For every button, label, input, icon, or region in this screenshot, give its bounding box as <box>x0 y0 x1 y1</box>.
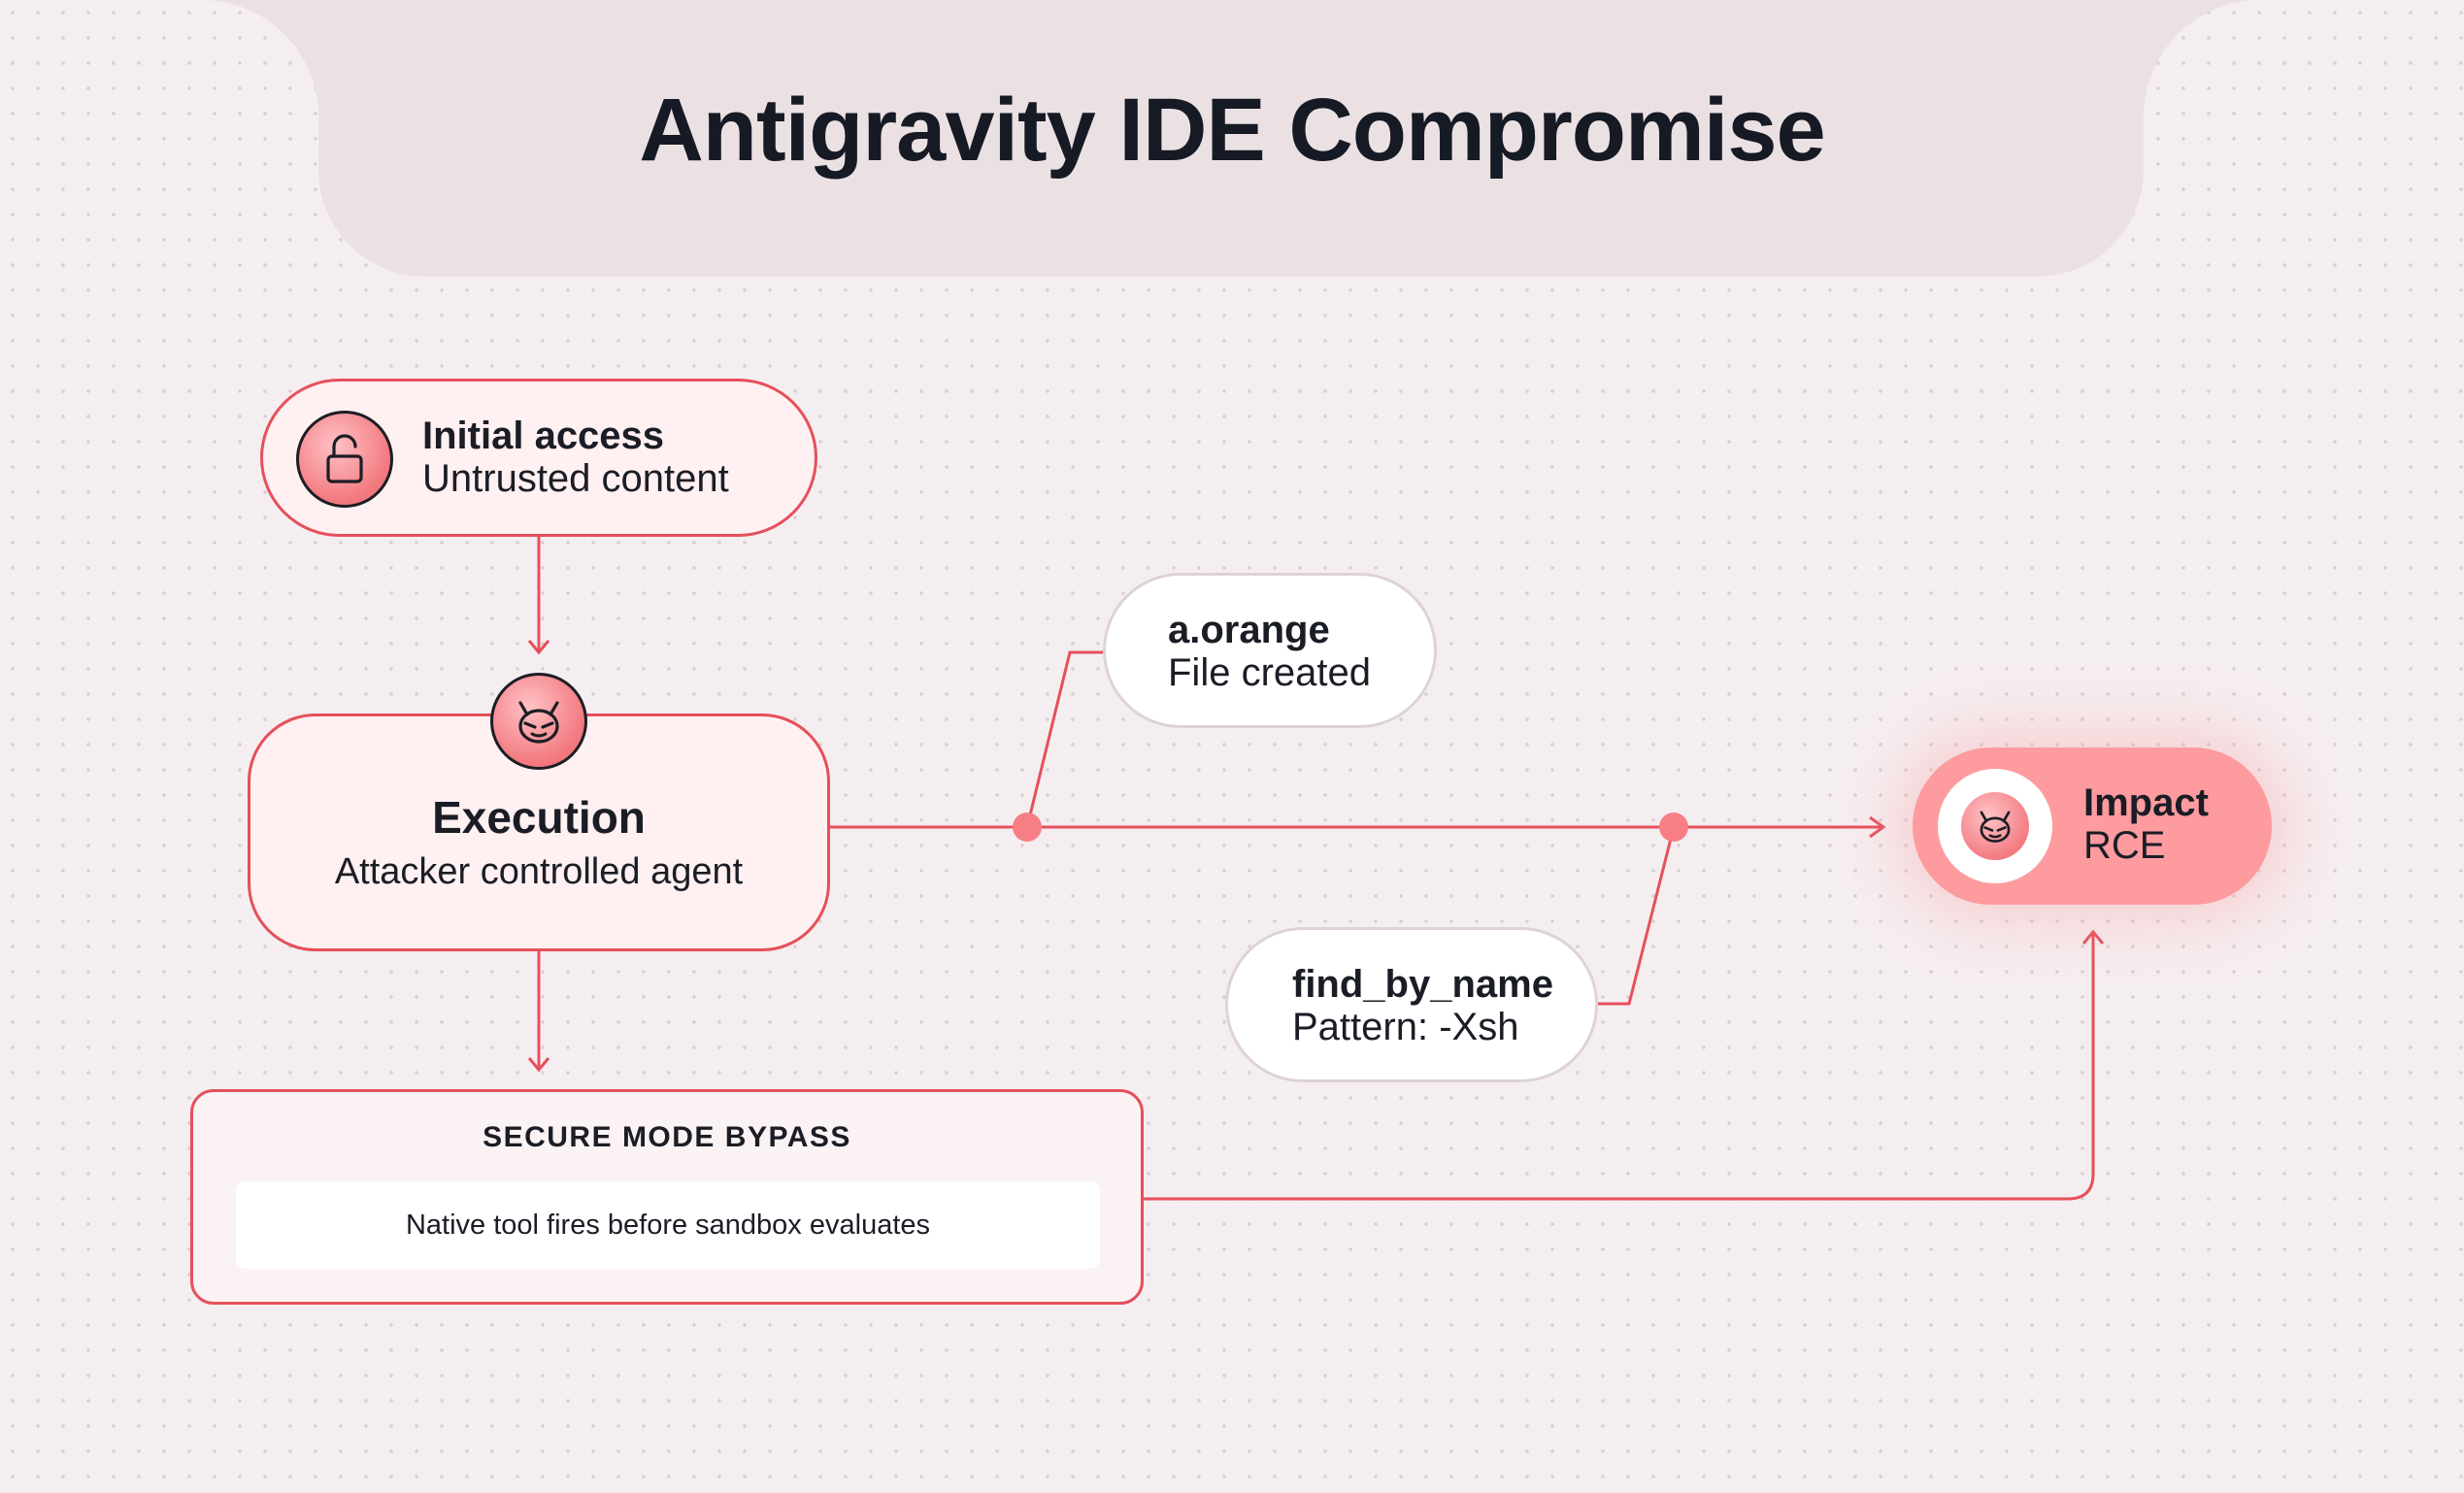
a-orange-heading: a.orange <box>1168 609 1330 651</box>
arrowhead-bypass <box>527 1057 550 1073</box>
execution-heading: Execution <box>432 792 646 843</box>
node-execution: Execution Attacker controlled agent <box>248 713 830 951</box>
diagram-title: Antigravity IDE Compromise <box>639 81 1825 180</box>
header-band <box>318 0 2144 277</box>
junction-dot-find-by-name <box>1659 813 1688 842</box>
find-by-name-heading: find_by_name <box>1292 963 1553 1006</box>
impact-subtitle: RCE <box>2083 824 2166 867</box>
arrowhead-impact-bottom <box>2081 929 2105 945</box>
impact-icon-ring <box>1938 769 2052 883</box>
arrowhead-impact <box>1869 815 1886 839</box>
initial-access-heading: Initial access <box>422 415 665 457</box>
connector-bypass-to-impact <box>1144 934 2095 1201</box>
devil-mask-icon <box>1961 792 2029 860</box>
arrowhead-execution <box>527 640 550 655</box>
node-initial-access: Initial access Untrusted content <box>260 379 817 537</box>
connector-branch-find-by-name <box>1598 826 1676 1006</box>
node-a-orange: a.orange File created <box>1103 573 1437 728</box>
a-orange-subtitle: File created <box>1168 651 1371 694</box>
header-corner-right <box>2144 0 2260 116</box>
secure-mode-bypass-detail-card: Native tool fires before sandbox evaluat… <box>236 1181 1100 1269</box>
unlocked-padlock-icon <box>296 411 393 508</box>
secure-mode-bypass-detail: Native tool fires before sandbox evaluat… <box>405 1209 931 1241</box>
connector-branch-a-orange <box>1025 650 1103 828</box>
devil-mask-icon <box>490 673 587 770</box>
initial-access-subtitle: Untrusted content <box>422 457 729 500</box>
impact-heading: Impact <box>2083 781 2209 824</box>
junction-dot-a-orange <box>1013 813 1042 842</box>
node-impact: Impact RCE <box>1913 747 2272 905</box>
execution-subtitle: Attacker controlled agent <box>334 851 744 892</box>
node-secure-mode-bypass: SECURE MODE BYPASS Native tool fires bef… <box>190 1089 1144 1305</box>
header-corner-left <box>202 0 318 116</box>
node-find-by-name: find_by_name Pattern: -Xsh <box>1225 927 1598 1082</box>
find-by-name-subtitle: Pattern: -Xsh <box>1292 1006 1519 1048</box>
secure-mode-bypass-heading: SECURE MODE BYPASS <box>483 1121 851 1153</box>
